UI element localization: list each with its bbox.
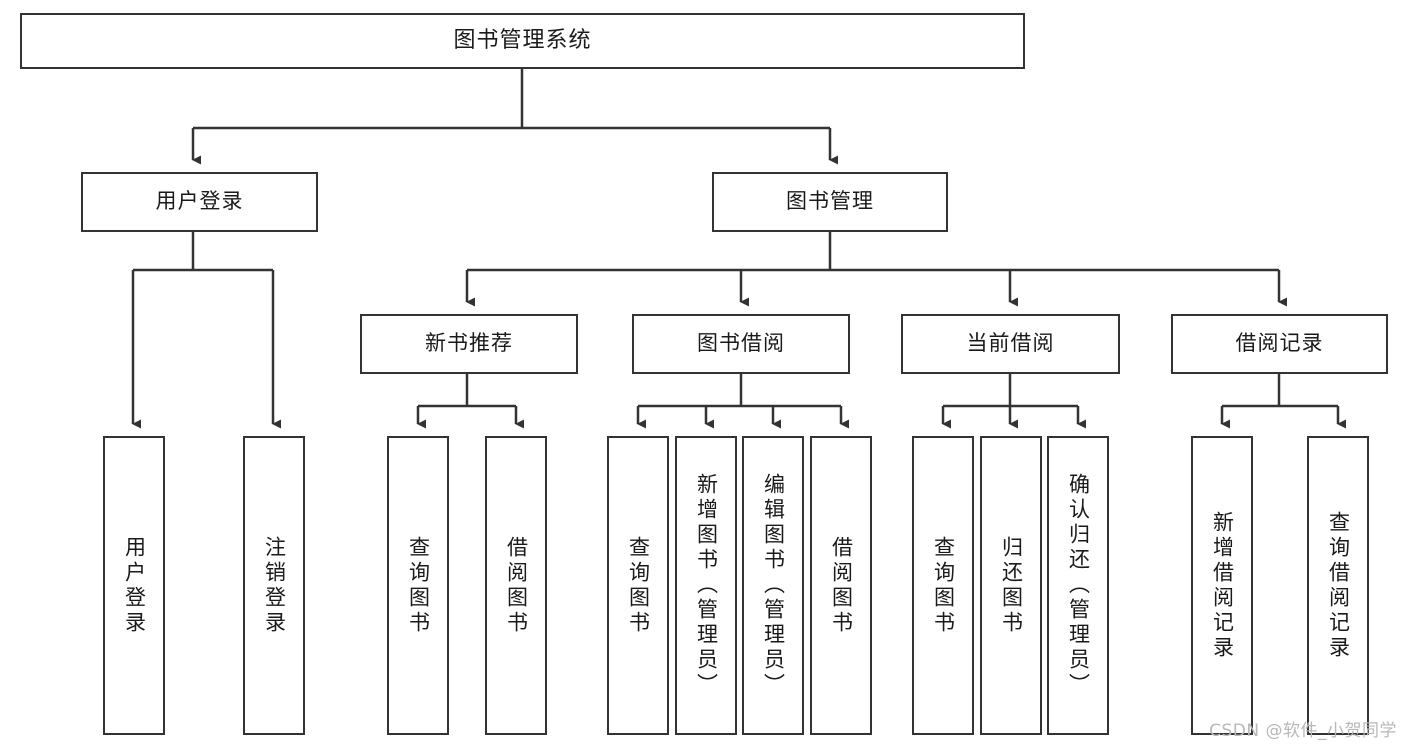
node-leaf-add-book[interactable]: 新增图书（管理员） <box>675 436 737 735</box>
node-leaf-user-login-label: 用户登录 <box>122 535 147 636</box>
node-user-login-label: 用户登录 <box>155 189 244 214</box>
node-leaf-borrow-book-1[interactable]: 借阅图书 <box>485 436 547 735</box>
node-current-borrow-label: 当前借阅 <box>966 331 1055 356</box>
node-leaf-query-record[interactable]: 查询借阅记录 <box>1307 436 1369 735</box>
node-leaf-query-record-label: 查询借阅记录 <box>1326 510 1351 661</box>
node-leaf-query-book-1[interactable]: 查询图书 <box>387 436 449 735</box>
node-book-borrow[interactable]: 图书借阅 <box>632 314 850 374</box>
node-leaf-logout-label: 注销登录 <box>262 535 287 636</box>
node-book-borrow-label: 图书借阅 <box>697 331 785 356</box>
watermark: CSDN @软件_小贺同学 <box>1209 721 1397 741</box>
node-leaf-logout[interactable]: 注销登录 <box>243 436 305 735</box>
node-leaf-query-book-3[interactable]: 查询图书 <box>912 436 974 735</box>
node-user-login[interactable]: 用户登录 <box>81 172 318 232</box>
node-leaf-borrow-book-2[interactable]: 借阅图书 <box>810 436 872 735</box>
node-new-book-recommend[interactable]: 新书推荐 <box>360 314 578 374</box>
node-borrow-record[interactable]: 借阅记录 <box>1171 314 1388 374</box>
node-root[interactable]: 图书管理系统 <box>20 13 1025 69</box>
node-book-manage[interactable]: 图书管理 <box>712 172 948 232</box>
node-root-label: 图书管理系统 <box>453 27 592 53</box>
node-leaf-return-book[interactable]: 归还图书 <box>980 436 1042 735</box>
node-leaf-query-book-2-label: 查询图书 <box>626 535 651 636</box>
node-borrow-record-label: 借阅记录 <box>1235 331 1324 356</box>
node-leaf-add-record[interactable]: 新增借阅记录 <box>1191 436 1253 735</box>
node-leaf-add-record-label: 新增借阅记录 <box>1210 510 1235 661</box>
node-leaf-return-book-label: 归还图书 <box>999 535 1024 636</box>
node-leaf-borrow-book-1-label: 借阅图书 <box>504 535 529 636</box>
node-leaf-user-login[interactable]: 用户登录 <box>103 436 165 735</box>
node-leaf-query-book-3-label: 查询图书 <box>931 535 956 636</box>
node-leaf-add-book-label: 新增图书（管理员） <box>694 473 719 698</box>
node-new-book-recommend-label: 新书推荐 <box>425 331 513 356</box>
node-book-manage-label: 图书管理 <box>786 189 874 214</box>
node-current-borrow[interactable]: 当前借阅 <box>901 314 1120 374</box>
node-leaf-edit-book[interactable]: 编辑图书（管理员） <box>742 436 804 735</box>
node-leaf-confirm-return[interactable]: 确认归还（管理员） <box>1047 436 1109 735</box>
node-leaf-query-book-1-label: 查询图书 <box>406 535 431 636</box>
node-leaf-edit-book-label: 编辑图书（管理员） <box>761 473 786 698</box>
node-leaf-confirm-return-label: 确认归还（管理员） <box>1066 473 1091 698</box>
node-leaf-query-book-2[interactable]: 查询图书 <box>607 436 669 735</box>
node-leaf-borrow-book-2-label: 借阅图书 <box>829 535 854 636</box>
